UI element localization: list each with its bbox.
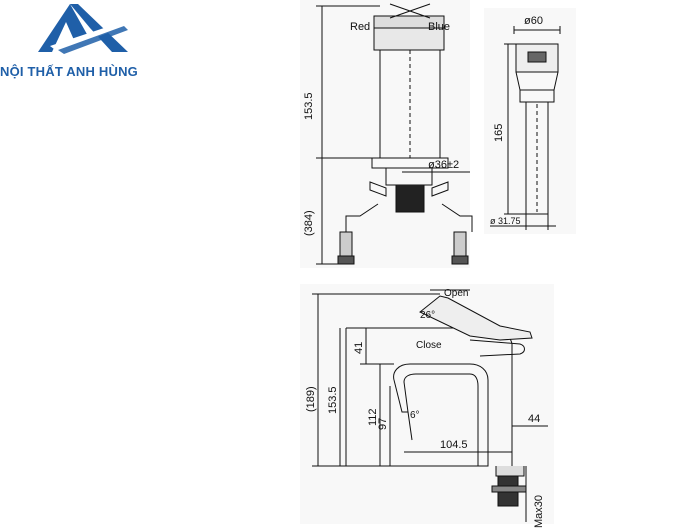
dim-drain-height: 165 <box>493 124 505 142</box>
label-red: Red <box>350 21 370 33</box>
dim-hose: (384) <box>303 210 315 236</box>
dim-112: 112 <box>367 408 379 426</box>
faucet-front-view <box>300 0 473 268</box>
dim-angle-open: 26° <box>420 310 435 321</box>
label-open: Open <box>444 288 468 299</box>
dim-hole: ø36±2 <box>428 159 459 171</box>
dim-44: 44 <box>528 413 540 425</box>
dim-max30: Max30 <box>533 495 545 528</box>
dim-drain-bottom: ø 31.75 <box>490 216 521 226</box>
dim-153-side: 153.5 <box>327 386 339 414</box>
dim-angle-small: 6° <box>410 410 420 421</box>
label-close: Close <box>416 340 442 351</box>
dim-drain-top: ø60 <box>524 15 543 27</box>
faucet-side-view <box>300 284 554 524</box>
brand-triangle-logo-icon <box>38 4 128 54</box>
dim-total: (189) <box>305 386 317 412</box>
brand-logo <box>38 4 128 54</box>
label-blue: Blue <box>428 21 450 33</box>
dim-104: 104.5 <box>440 439 468 451</box>
dim-97: 97 <box>377 418 389 430</box>
brand-name: NỘI THẤT ANH HÙNG <box>0 64 138 79</box>
dim-41: 41 <box>353 342 365 354</box>
drain-pop-up-view <box>484 8 576 234</box>
dim-height-top: 153.5 <box>303 92 315 120</box>
